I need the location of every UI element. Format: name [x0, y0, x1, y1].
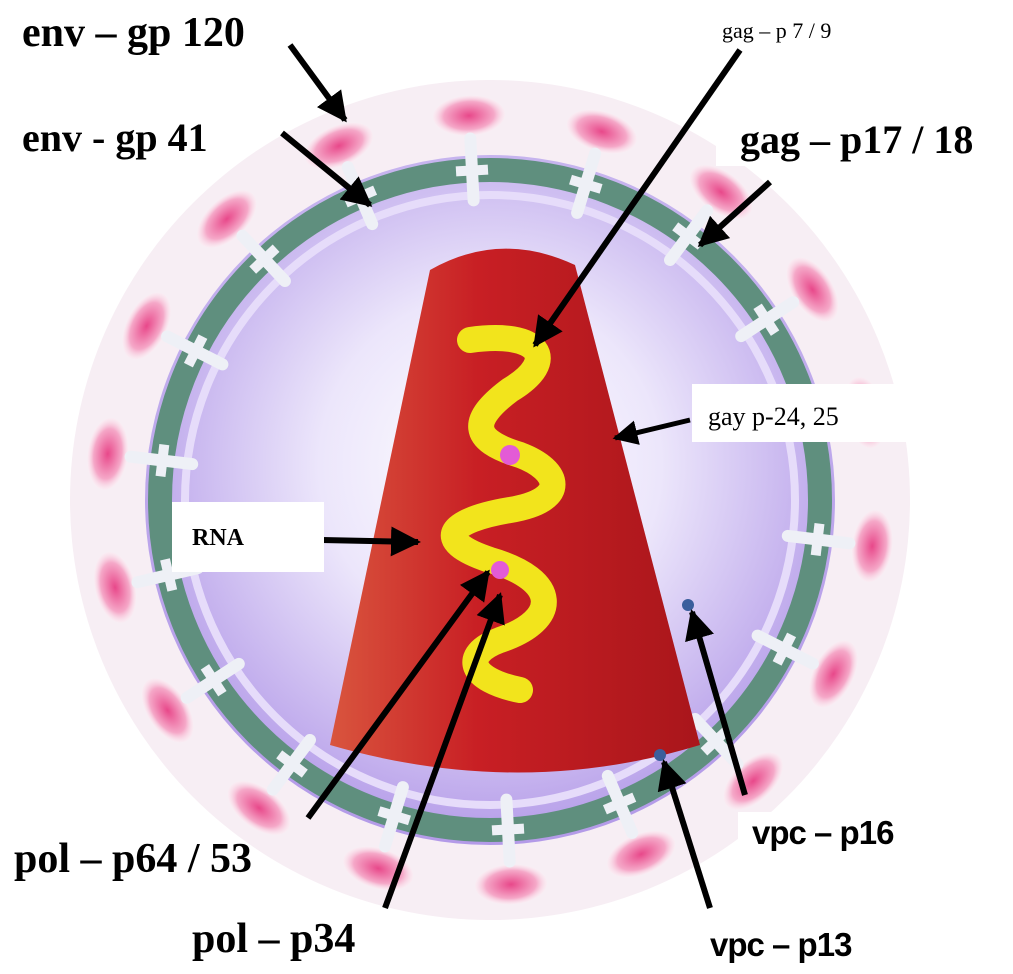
gp41-crossbar [161, 445, 165, 477]
enzyme-dot-upper [500, 445, 520, 465]
gp41-crossbar [456, 170, 488, 172]
vpc-p16-dot [682, 599, 694, 611]
enzyme-dot-lower [491, 561, 509, 579]
label-pol-p34: pol – p34 [192, 918, 355, 960]
arrow-gp120 [290, 45, 345, 120]
label-env-gp41: env - gp 41 [22, 118, 208, 158]
label-pol-p64-53: pol – p64 / 53 [14, 838, 252, 880]
label-rna: RNA [172, 502, 324, 572]
label-vpc-p16: vpc – p16 [738, 812, 899, 857]
label-gag-p17-18: gag – p17 / 18 [716, 118, 985, 166]
vpc-p13-dot [654, 749, 666, 761]
label-vpc-p13: vpc – p13 [710, 928, 851, 961]
label-env-gp120: env – gp 120 [22, 12, 245, 54]
arrow-rna [322, 540, 418, 542]
label-gag-p7-9: gag – p 7 / 9 [722, 20, 831, 42]
gp41-crossbar [816, 524, 820, 556]
label-gag-p24-25: gay p-24, 25 [692, 384, 962, 442]
gp41-crossbar [492, 829, 524, 831]
